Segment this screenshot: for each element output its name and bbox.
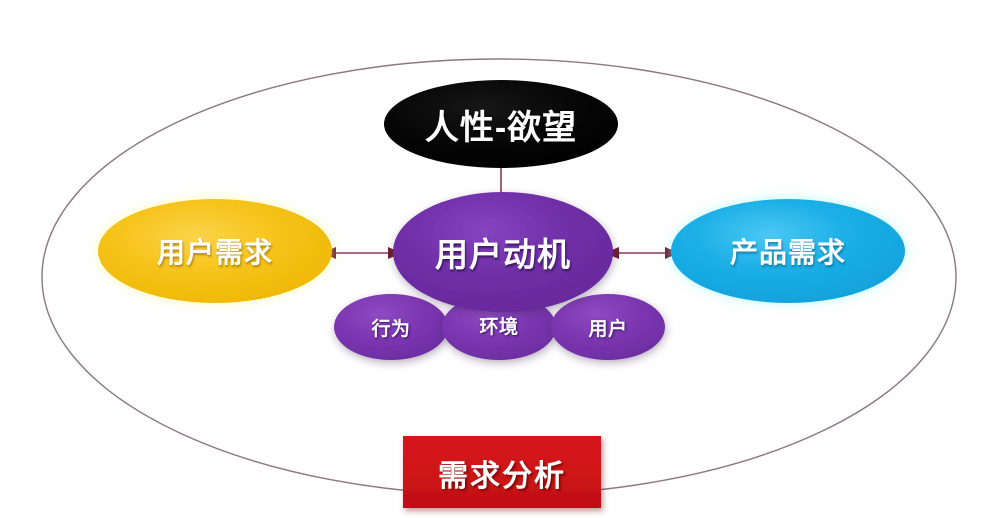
node-box-demand-analysis[interactable] (403, 436, 601, 508)
sub-ellipse-user[interactable] (551, 294, 665, 360)
sub-ellipse-behavior[interactable] (334, 294, 448, 360)
sub-ellipse-environment[interactable] (442, 294, 556, 360)
center-to-left-arrow (322, 247, 402, 259)
node-ellipse-user-demand[interactable] (98, 199, 332, 303)
node-ellipse-product-demand[interactable] (671, 199, 905, 303)
center-to-right-arrow (605, 247, 679, 259)
node-ellipse-human-desire[interactable] (384, 80, 618, 168)
node-ellipse-user-motivation[interactable] (393, 192, 613, 312)
